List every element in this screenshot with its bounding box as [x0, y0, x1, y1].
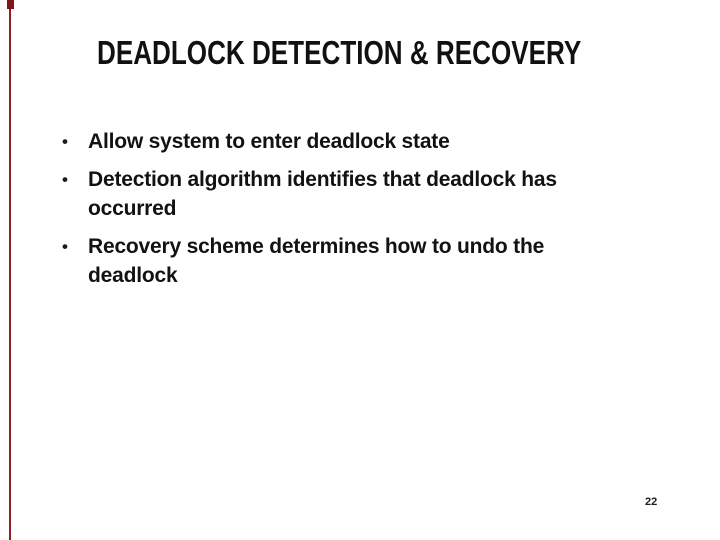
bullet-line: Allow system to enter deadlock state [88, 130, 450, 153]
page-number: 22 [645, 496, 658, 508]
bullet-list: • Allow system to enter deadlock state •… [62, 127, 682, 290]
bullet-icon: • [62, 170, 68, 189]
bullet-icon: • [62, 132, 68, 151]
page-title: DEADLOCK DETECTION & RECOVERY [97, 34, 582, 71]
left-accent-line [9, 0, 11, 540]
bullet-line: Detection algorithm identifies that dead… [88, 168, 557, 191]
list-item: • Detection algorithm identifies that de… [62, 165, 682, 223]
bullet-line: deadlock [88, 264, 178, 287]
bullet-line: occurred [88, 197, 177, 220]
bullet-text: Detection algorithm identifies that dead… [88, 165, 682, 223]
bullet-text: Recovery scheme determines how to undo t… [88, 232, 682, 290]
list-item: • Recovery scheme determines how to undo… [62, 232, 682, 290]
list-item: • Allow system to enter deadlock state [62, 127, 682, 156]
bullet-line: Recovery scheme determines how to undo t… [88, 235, 545, 258]
bullet-text: Allow system to enter deadlock state [88, 127, 682, 156]
left-accent-line-cap [7, 0, 14, 9]
bullet-icon: • [62, 237, 68, 256]
